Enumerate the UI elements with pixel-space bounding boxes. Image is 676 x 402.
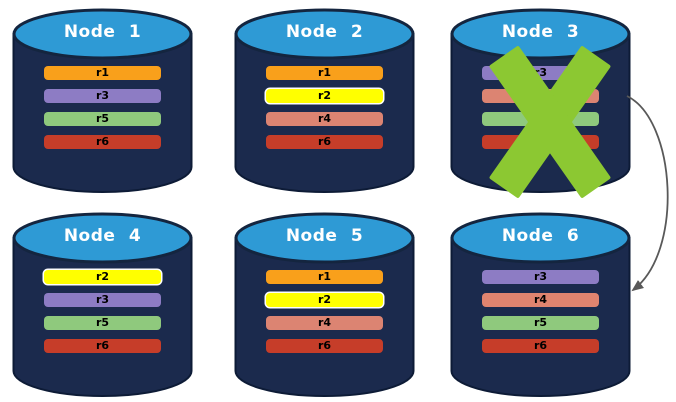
record-bar: r1 — [266, 270, 383, 284]
record-bar: r3 — [44, 293, 161, 307]
record-bar: r3 — [44, 89, 161, 103]
record-bar: r2 — [266, 293, 383, 307]
node-title: Node 5 — [285, 226, 364, 246]
cylinder-top-ellipse — [450, 8, 631, 60]
cylinder-top-ellipse — [234, 212, 415, 264]
record-list: r1 r3 r5 r6 — [44, 66, 161, 149]
node-6-cylinder: Node 6 r3 r4 r5 r6 — [450, 212, 631, 398]
record-bar: r2 — [266, 89, 383, 103]
cylinder-top-ellipse — [12, 212, 193, 264]
record-bar: r6 — [482, 339, 599, 353]
record-bar: r1 — [44, 66, 161, 80]
node-1-cylinder: Node 1 r1 r3 r5 r6 — [12, 8, 193, 194]
cylinder-top-ellipse — [234, 8, 415, 60]
record-bar: r6 — [266, 339, 383, 353]
node-title: Node 4 — [63, 226, 142, 246]
record-bar: r4 — [266, 112, 383, 126]
record-list: r1 r2 r4 r6 — [266, 66, 383, 149]
record-bar: r6 — [44, 339, 161, 353]
record-list: r2 r3 r5 r6 — [44, 270, 161, 353]
record-list: r1 r2 r4 r6 — [266, 270, 383, 353]
failure-cross-icon — [450, 8, 631, 199]
record-bar: r1 — [266, 66, 383, 80]
node-title: Node 1 — [63, 22, 142, 42]
node-title: Node 2 — [285, 22, 364, 42]
node-3-cylinder: Node 3 r3 r4 r5 r6 — [450, 8, 631, 199]
node-5-cylinder: Node 5 r1 r2 r4 r6 — [234, 212, 415, 398]
record-bar: r6 — [266, 135, 383, 149]
record-bar: r5 — [482, 316, 599, 330]
node-title: Node 6 — [501, 226, 580, 246]
record-bar: r4 — [266, 316, 383, 330]
record-bar: r5 — [44, 316, 161, 330]
record-bar: r6 — [44, 135, 161, 149]
node-4-cylinder: Node 4 r2 r3 r5 r6 — [12, 212, 193, 398]
record-bar: r3 — [482, 270, 599, 284]
record-bar: r2 — [44, 270, 161, 284]
record-bar: r5 — [44, 112, 161, 126]
cylinder-top-ellipse — [12, 8, 193, 60]
node-title: Node 3 — [501, 22, 580, 42]
node-2-cylinder: Node 2 r1 r2 r4 r6 — [234, 8, 415, 194]
failover-arrow — [626, 95, 669, 292]
record-list: r3 r4 r5 r6 — [482, 270, 599, 353]
record-bar: r4 — [482, 293, 599, 307]
